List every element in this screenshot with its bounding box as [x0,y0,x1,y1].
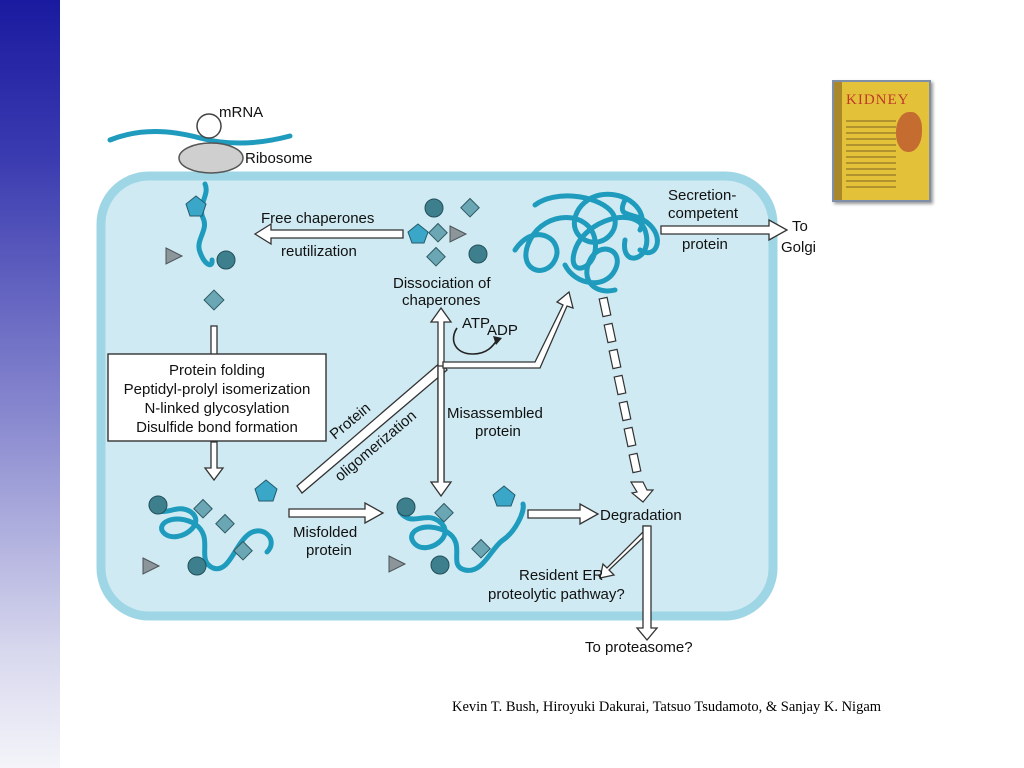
degradation-label: Degradation [600,507,682,524]
atp-adp-loop [452,327,498,355]
folding-step-2: Peptidyl-prolyl isomerization [124,381,311,398]
ribosome-label: Ribosome [245,150,313,167]
folded-protein-tangle [512,191,660,294]
secretion-label-1: Secretion- [668,187,736,204]
arrow-to-proteasome [635,525,659,642]
chaperone-diamond-icon [426,246,446,267]
chaperone-circle-icon [424,198,444,218]
atp-adp-arrowhead [493,336,502,345]
reutilization-label: reutilization [281,243,357,260]
oligomerization-arrow [296,361,448,494]
arrow-to-misfolded-cluster [203,441,225,482]
chaperone-diamond-icon [460,197,480,218]
chaperone-diamond-icon [215,513,235,534]
adp-label: ADP [487,322,518,339]
chaperone-diamond-icon [434,502,454,523]
chaperone-pentagon-icon [407,223,429,244]
to-golgi-label-2: Golgi [781,239,816,256]
chaperone-pentagon-icon [492,485,516,507]
chaperone-diamond-icon [193,498,213,519]
book-cover-title: KIDNEY [846,92,910,108]
misassembled-label-1: Misassembled [447,405,543,422]
er-protein-folding-figure: mRNA Ribosome Protein folding Peptidyl-p… [95,100,820,660]
reutilization-arrow [253,222,404,246]
ribosome-small-subunit [196,113,222,139]
chaperone-pentagon-icon [254,479,278,502]
chaperone-triangle-icon [142,557,161,575]
kidney-illustration-icon [896,112,922,152]
diagram-svg: mRNA Ribosome Protein folding Peptidyl-p… [96,104,816,656]
chaperone-triangle-icon [449,225,468,243]
book-cover-text-lines [846,116,896,192]
chaperone-circle-icon [468,244,488,264]
misfolded-label-2: protein [306,542,352,559]
kidney-book-cover-image: KIDNEY [832,80,931,202]
chaperone-circle-icon [430,555,450,575]
nascent-chain [196,181,215,268]
chaperone-circle-icon [396,497,416,517]
misfolded-label-1: Misfolded [293,524,357,541]
mrna-label: mRNA [219,104,263,121]
arrow-down-to-misassembled [429,365,453,498]
er-compartment [96,171,778,621]
chaperone-diamond-icon [203,289,225,311]
mrna-strand [107,129,293,146]
arrow-to-folding [210,325,218,357]
dashed-degradation-arrow [598,296,655,503]
folding-steps-box [107,353,327,442]
atp-label: ATP [462,315,490,332]
chaperone-pentagon-icon [185,195,207,217]
citation-text: Kevin T. Bush, Hiroyuki Dakurai, Tatsuo … [452,699,882,715]
chaperone-circle-icon [148,495,168,515]
side-gradient-bar [0,0,60,768]
secretion-label-2: competent [668,205,739,222]
resident-er-label-2: proteolytic pathway? [488,586,625,603]
resident-er-label-1: Resident ER [519,567,603,584]
chaperone-triangle-icon [165,247,184,265]
arrow-to-golgi [660,218,789,242]
free-chaperones-label: Free chaperones [261,210,374,227]
chaperone-circle-icon [187,556,207,576]
secretion-label-3: protein [682,236,728,253]
misfolded-protein-strand [148,503,274,572]
arrow-to-folded-protein [442,290,574,369]
ribosome-large-subunit [178,142,244,174]
folding-step-4: Disulfide bond formation [136,419,298,436]
chaperone-diamond-icon [233,540,253,561]
chaperone-diamond-icon [428,222,448,243]
dissociation-label-1: Dissociation of [393,275,491,292]
chaperone-diamond-icon [471,538,491,559]
to-golgi-label-1: To [792,218,808,235]
book-spine [834,82,842,200]
chaperone-triangle-icon [388,555,407,573]
arrow-to-degradation [527,502,600,526]
folding-step-3: N-linked glycosylation [144,400,289,417]
to-proteasome-label: To proteasome? [585,639,693,656]
dissociation-label-2: chaperones [402,292,480,309]
misassembled-label-2: protein [475,423,521,440]
misfolded-arrow [288,501,385,525]
folding-step-1: Protein folding [169,362,265,379]
chaperone-circle-icon [216,250,236,270]
misassembled-protein-strand [397,501,526,573]
